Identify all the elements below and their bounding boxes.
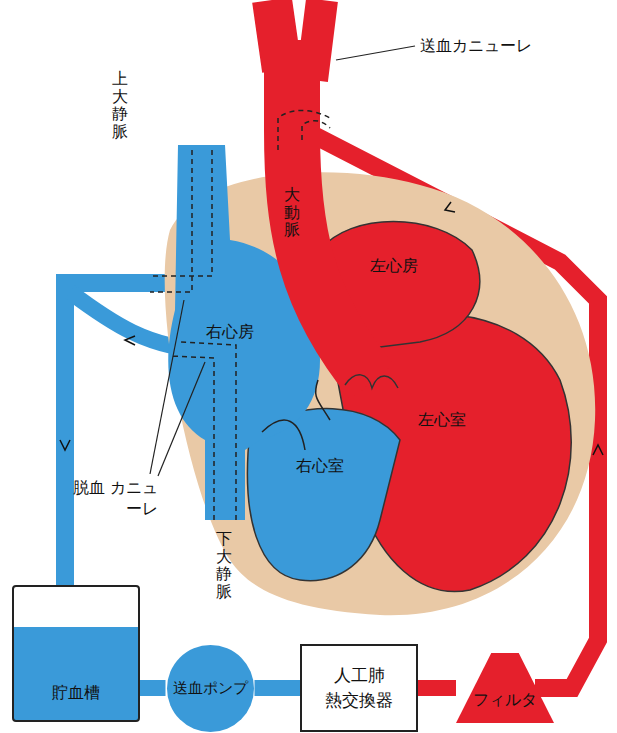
pump-circle: 送血ポンプ: [166, 644, 255, 733]
filter-shape: フィルタ: [456, 653, 554, 723]
flow-arrow: [445, 202, 455, 212]
chamber-label-box: 右心室: [296, 456, 344, 477]
valve-line: [262, 420, 305, 450]
venous-cannula: [150, 150, 212, 292]
aortic-valve: [345, 375, 398, 388]
part-label-box: 下大静脈: [216, 530, 232, 600]
chamber-label-box: 右心房: [206, 322, 254, 343]
reservoir-tank: 貯血槽: [12, 585, 140, 722]
leader-line: [158, 362, 205, 476]
part-label-box: 上大静脈: [112, 70, 128, 140]
aorta: [292, 40, 372, 382]
node-text: 人工肺 熱交換器: [308, 663, 410, 714]
arterial-cannula: [302, 121, 330, 140]
chamber-label-box: 左心房: [370, 256, 418, 277]
node-text: 送血ポンプ: [166, 679, 255, 698]
part-label: 大動脈: [284, 186, 300, 239]
oxygenator-box: 人工肺 熱交換器: [300, 644, 418, 732]
flow-arrow: [60, 440, 70, 450]
tube-connector: [418, 688, 456, 689]
tube-connector: [255, 688, 301, 689]
chamber-label: 右心房: [206, 322, 254, 343]
valve-line: [316, 380, 330, 420]
tube-connector: [140, 688, 166, 689]
flow-arrow: [125, 336, 135, 345]
chamber-label: 右心室: [296, 456, 344, 477]
part-label-box: 送血カニューレ: [420, 36, 532, 57]
node-text: 貯血槽: [14, 683, 138, 704]
part-label: 下大静脈: [216, 530, 232, 600]
node-text: フィルタ: [456, 690, 554, 711]
chamber-label: 左心房: [370, 256, 418, 277]
part-label: 上大静脈: [112, 70, 128, 140]
part-label: 送血カニューレ: [420, 36, 532, 57]
leader-line: [150, 300, 184, 474]
part-label: 脱血 カニューレ: [62, 478, 158, 520]
venous-cannula: [170, 342, 236, 520]
part-label-box: 大動脈: [284, 186, 300, 239]
part-label-box: 脱血 カニューレ: [62, 478, 158, 520]
chamber-label: 左心室: [418, 410, 466, 431]
arterial-cannula: [278, 111, 330, 151]
chamber-label-box: 左心室: [418, 410, 466, 431]
leader-line: [336, 46, 415, 60]
flow-arrow: [593, 445, 603, 455]
